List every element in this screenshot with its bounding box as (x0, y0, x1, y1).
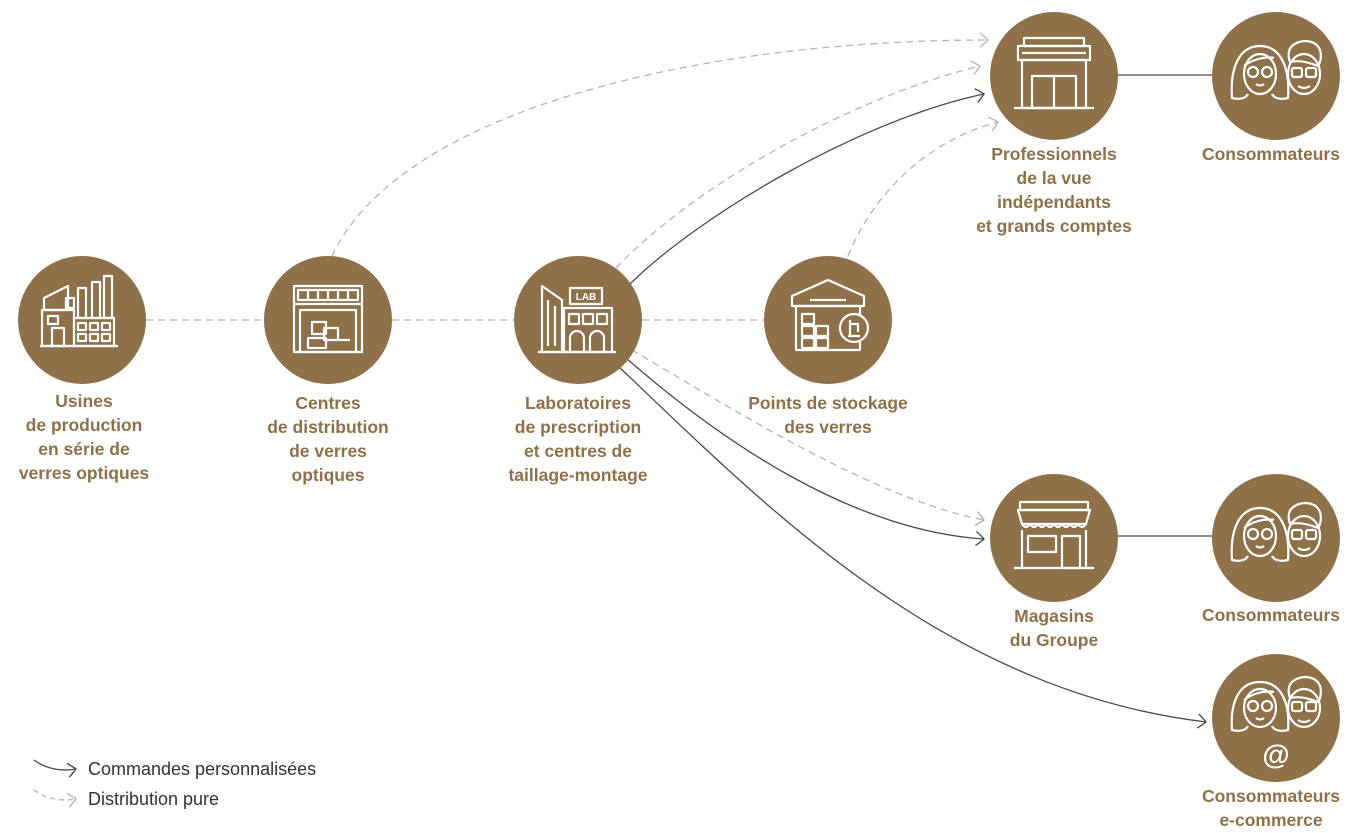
usines-label-line: de production (25, 415, 143, 435)
conso3-label-line: Consommateurs (1201, 786, 1341, 806)
stockage-node (764, 256, 892, 384)
labos-node: LAB (514, 256, 642, 384)
storage-icon (790, 278, 870, 352)
labos-label-line: de prescription (514, 417, 642, 437)
usines-label-line: en série de (38, 439, 130, 459)
legend-dashed-sample (33, 789, 77, 808)
usines-label: Usines de production en série de verres … (0, 389, 168, 485)
labos-label-line: taillage-montage (508, 465, 648, 485)
flow-labos-magasins-solid (625, 357, 985, 547)
conso2-label: Consommateurs (1176, 603, 1366, 627)
conso1-label: Consommateurs (1176, 142, 1366, 166)
pro-label-line: Professionnels (991, 144, 1117, 164)
legend-custom-orders: Commandes personnalisées (88, 759, 317, 779)
pro-label: Professionnels de la vue indépendants et… (944, 142, 1164, 238)
conso2-label-line: Consommateurs (1201, 605, 1341, 625)
magasins-label-line: du Groupe (1009, 630, 1099, 650)
pro-label-line: indépendants (997, 192, 1111, 212)
conso1-node (1212, 12, 1340, 140)
magasins-label: Magasins du Groupe (974, 604, 1134, 652)
flow-centres-pro (331, 32, 989, 257)
stockage-label-line: Points de stockage (748, 393, 908, 413)
usines-label-line: Usines (55, 391, 113, 411)
usines-node (18, 256, 146, 384)
conso1-label-line: Consommateurs (1201, 144, 1341, 164)
group-store-icon (1014, 500, 1094, 570)
conso3-label-line: e-commerce (1219, 810, 1323, 830)
pro-node (990, 12, 1118, 140)
pro-label-line: et grands comptes (976, 216, 1132, 236)
centres-label: Centres de distribution de verres optiqu… (240, 391, 416, 487)
centres-label-line: Centres (295, 393, 361, 413)
conso2-node (1212, 474, 1340, 602)
labos-label-line: Laboratoires (525, 393, 631, 413)
flow-labos-pro-dashed (615, 60, 981, 269)
at-sign: @ (1262, 739, 1289, 770)
optician-shop-icon (1014, 36, 1094, 110)
legend-solid-sample (33, 759, 77, 778)
magasins-node (990, 474, 1118, 602)
centres-label-line: optiques (291, 465, 365, 485)
flow-labos-ecommerce (617, 365, 1207, 729)
warehouse-icon (292, 284, 364, 354)
labos-label-line: et centres de (524, 441, 632, 461)
stockage-label: Points de stockage des verres (718, 391, 938, 439)
usines-label-line: verres optiques (18, 463, 150, 483)
conso3-node: @ (1212, 654, 1340, 782)
consumers-icon (1230, 502, 1322, 562)
centres-label-line: de verres (289, 441, 367, 461)
factory-icon (40, 274, 118, 348)
flow-stockage-pro (847, 116, 999, 257)
centres-label-line: de distribution (267, 417, 389, 437)
flow-labos-pro-solid (629, 88, 985, 285)
labos-label: Laboratoires de prescription et centres … (486, 391, 670, 487)
magasins-label-line: Magasins (1014, 606, 1094, 626)
flow-labos-magasins-dashed (631, 349, 985, 526)
consumers-icon (1230, 40, 1322, 100)
legend-pure-distribution: Distribution pure (88, 789, 220, 809)
stockage-label-line: des verres (784, 417, 872, 437)
conso3-label: Consommateurs e-commerce (1176, 784, 1366, 832)
centres-node (264, 256, 392, 384)
lab-sign-text: LAB (576, 292, 597, 303)
ecommerce-consumers-icon: @ (1230, 676, 1322, 770)
lab-building-icon: LAB (538, 284, 616, 354)
pro-label-line: de la vue (1016, 168, 1092, 188)
